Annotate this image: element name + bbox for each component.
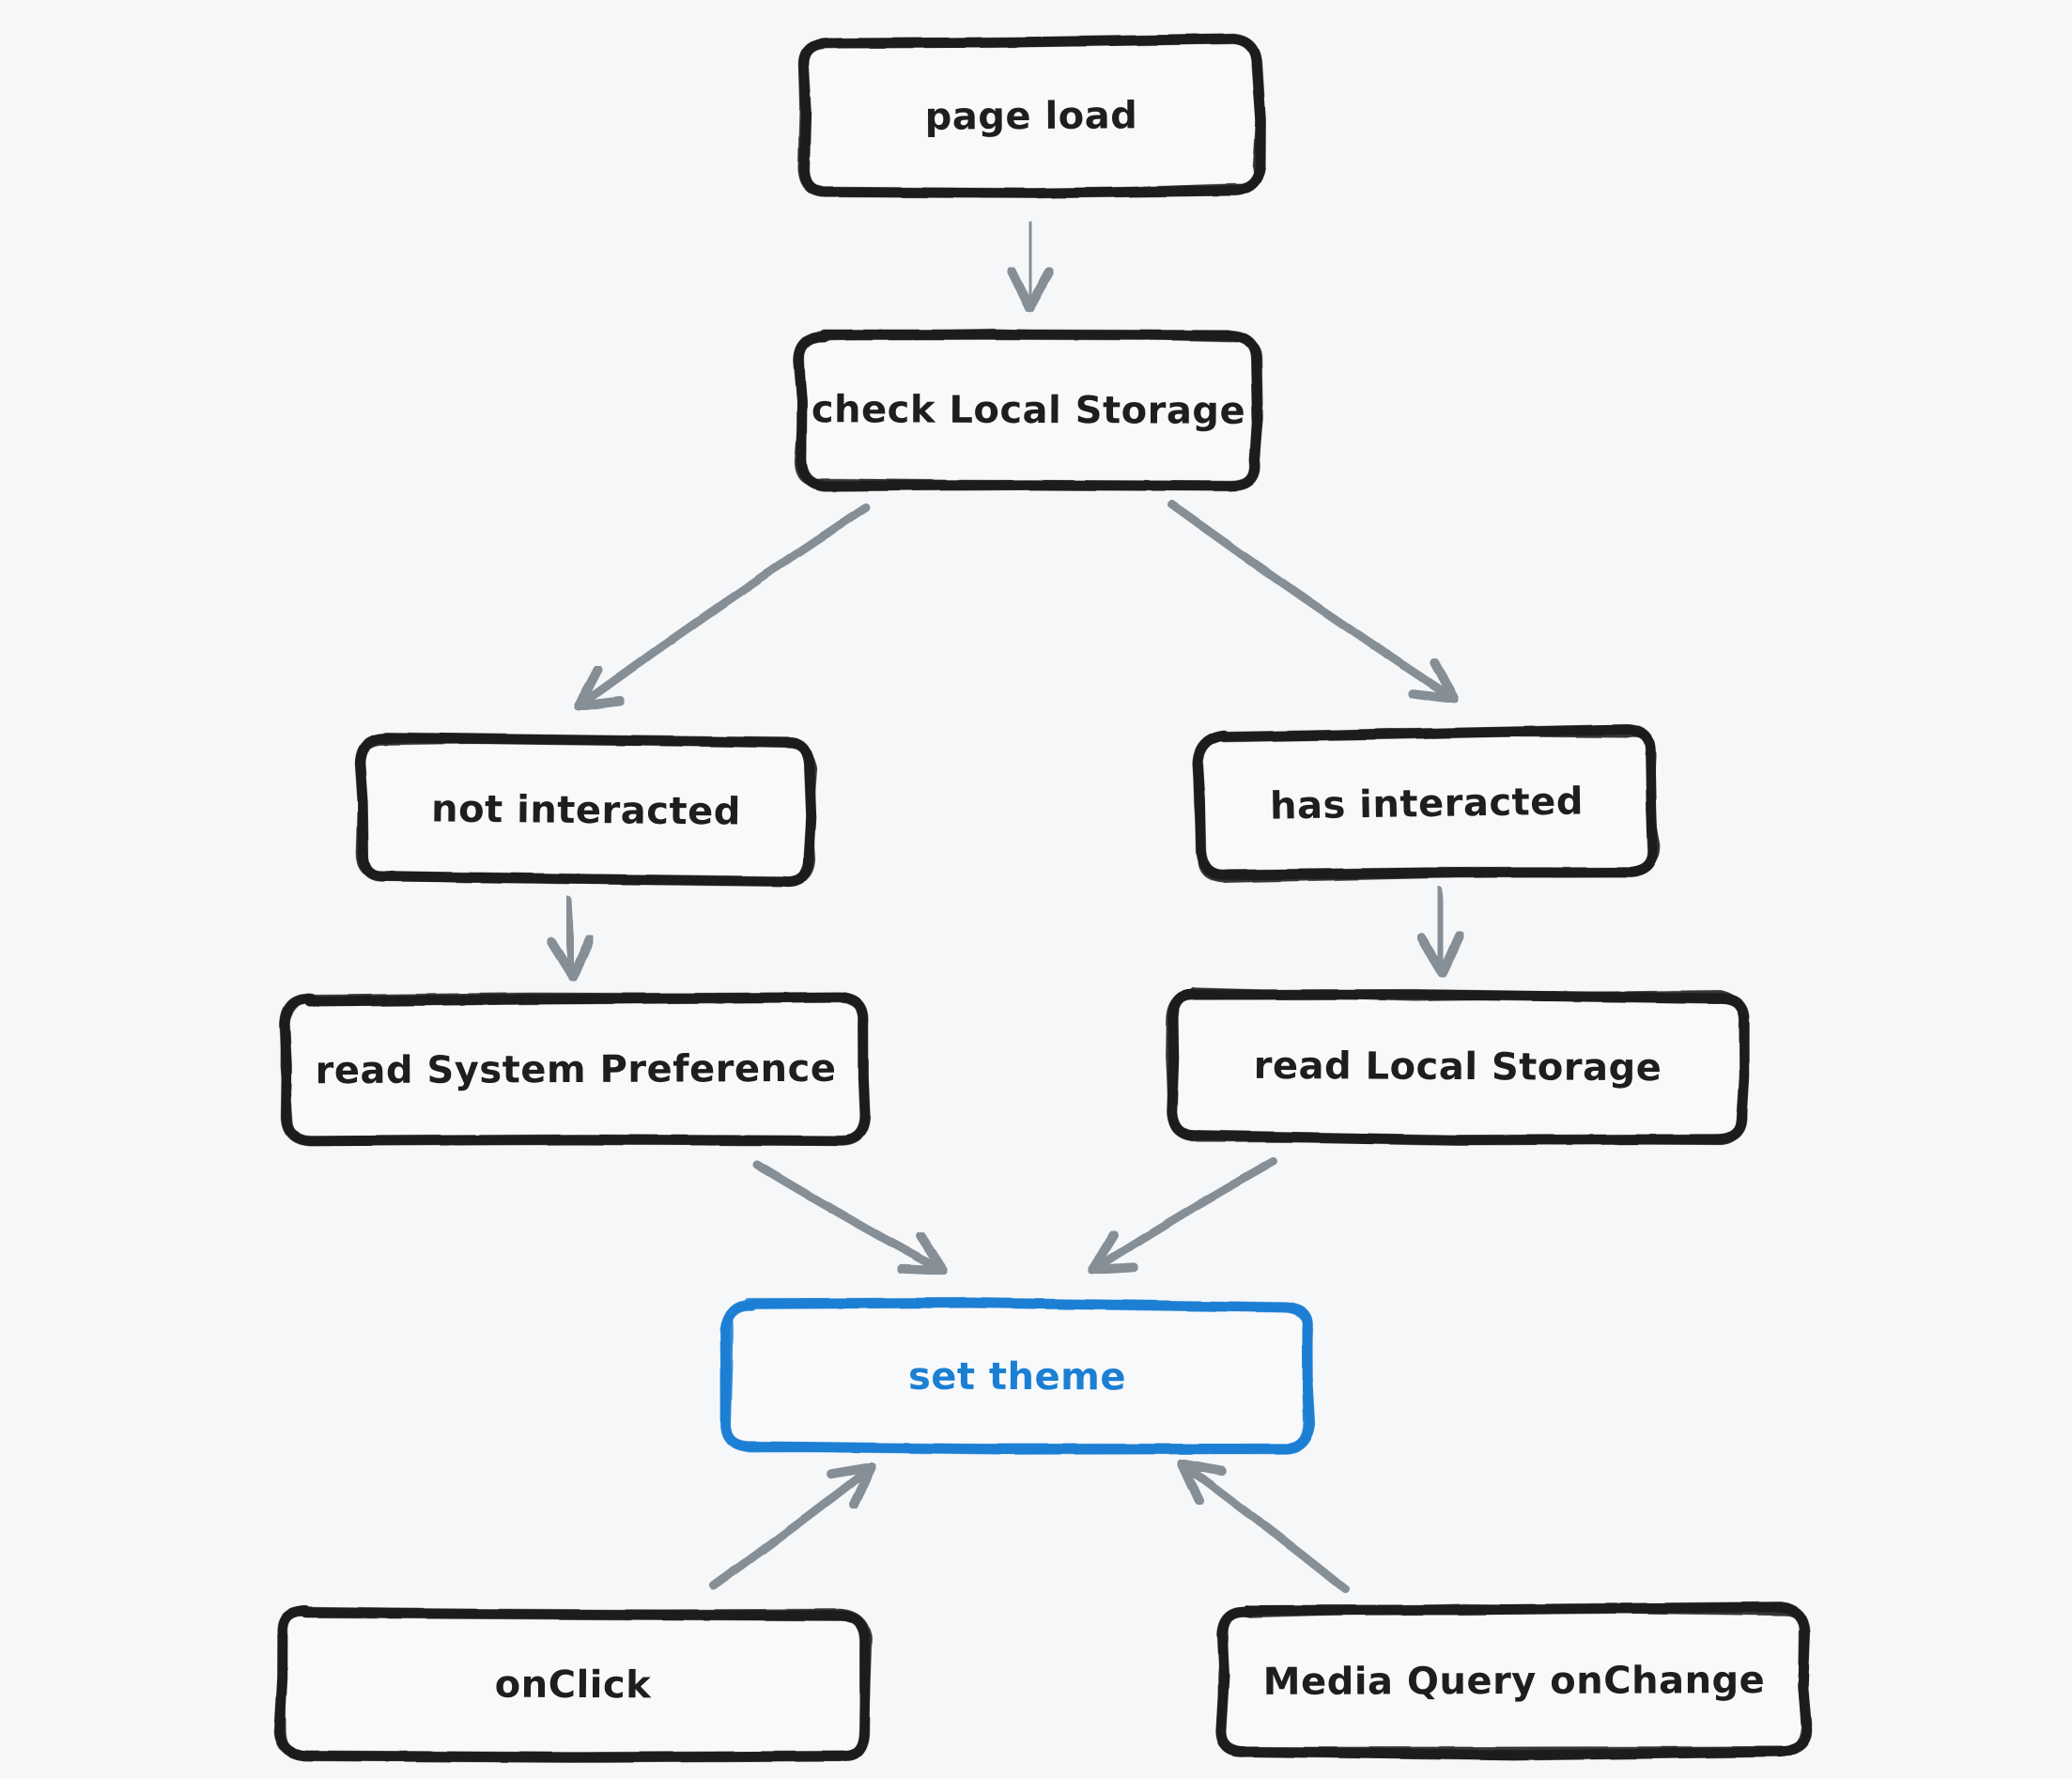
node-set-theme[interactable] xyxy=(719,1297,1316,1455)
node-fill xyxy=(361,738,812,883)
arrowhead-icon xyxy=(897,1231,948,1276)
edge-line xyxy=(1177,1459,1350,1594)
arrowhead-icon xyxy=(1408,657,1459,704)
edge-line xyxy=(752,1160,948,1276)
edge-media-query-to-set-theme xyxy=(1177,1459,1350,1594)
node-fill xyxy=(286,997,866,1143)
node-fill xyxy=(1222,1609,1806,1754)
node-check-local-storage[interactable] xyxy=(793,328,1263,492)
node-read-local-storage[interactable] xyxy=(1166,987,1750,1146)
node-outline xyxy=(1217,1603,1809,1755)
node-fill xyxy=(799,335,1258,486)
edge-onclick-to-set-theme xyxy=(709,1462,876,1590)
node-fill xyxy=(803,39,1260,193)
edge-check-to-has-interacted xyxy=(1167,500,1459,704)
arrowhead-icon xyxy=(1088,1230,1138,1275)
edge-line xyxy=(1167,500,1459,704)
node-on-click[interactable] xyxy=(273,1605,873,1763)
arrowhead-icon xyxy=(574,665,625,711)
node-outline xyxy=(356,735,818,887)
edges-layer xyxy=(546,221,1465,1594)
edge-read-local-to-set-theme xyxy=(1088,1156,1278,1275)
node-fill xyxy=(1199,731,1654,877)
edge-not-interacted-to-read-system xyxy=(546,895,595,982)
node-outline xyxy=(277,1605,873,1763)
node-media-query-onchange[interactable] xyxy=(1215,1601,1813,1761)
arrowhead-icon xyxy=(826,1462,876,1509)
edge-read-system-to-set-theme xyxy=(752,1160,948,1276)
node-has-interacted[interactable] xyxy=(1192,724,1661,883)
arrowhead-icon xyxy=(1177,1459,1228,1506)
edge-line xyxy=(1088,1156,1278,1275)
node-page-load[interactable] xyxy=(797,33,1266,199)
node-read-system-preference[interactable] xyxy=(279,992,871,1147)
node-not-interacted[interactable] xyxy=(354,732,818,888)
node-outline xyxy=(1193,728,1661,883)
edge-check-to-not-interacted xyxy=(574,503,871,711)
node-outline xyxy=(722,1297,1314,1453)
edge-has-interacted-to-read-local xyxy=(1416,886,1465,978)
node-outline xyxy=(797,35,1263,198)
node-outline xyxy=(280,992,869,1146)
edge-line xyxy=(574,503,871,711)
edge-page-load-to-check xyxy=(1006,221,1055,313)
arrowhead-icon xyxy=(1416,930,1465,978)
node-fill xyxy=(280,1612,866,1758)
arrowhead-icon xyxy=(1006,266,1055,313)
node-fill xyxy=(1171,994,1744,1140)
node-fill xyxy=(725,1305,1309,1449)
node-outline xyxy=(794,328,1263,490)
node-outline xyxy=(1166,987,1750,1146)
nodes-layer xyxy=(273,33,1813,1763)
arrowhead-icon xyxy=(546,934,595,982)
edge-line xyxy=(709,1462,876,1590)
